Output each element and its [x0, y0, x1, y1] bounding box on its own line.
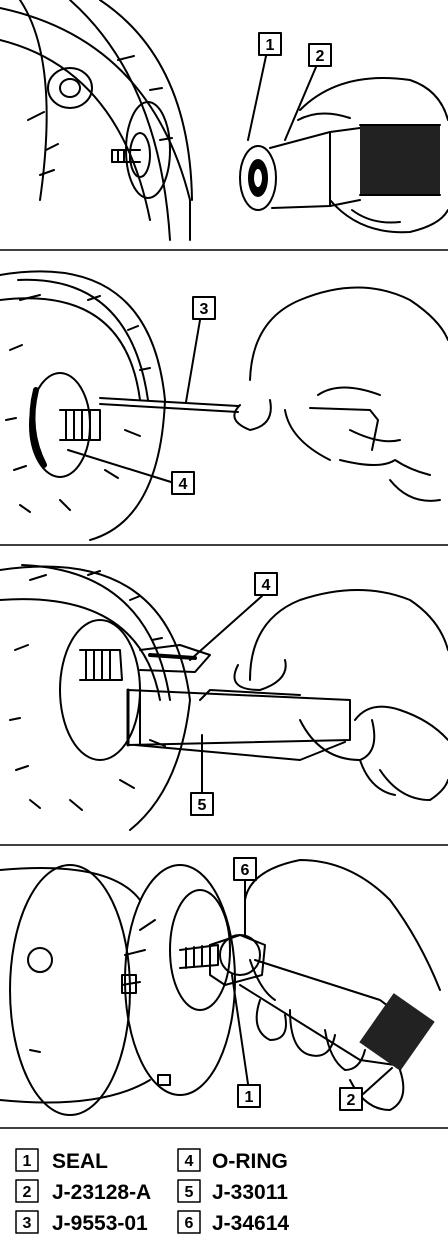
compressor-clutch: [0, 864, 236, 1116]
o-ring-installer-tool: [126, 644, 351, 761]
callout-1: 1: [231, 974, 261, 1108]
svg-text:SEAL: SEAL: [52, 1150, 108, 1173]
svg-text:3: 3: [23, 1215, 32, 1232]
svg-text:1: 1: [23, 1153, 32, 1170]
svg-text:3: 3: [200, 301, 209, 318]
svg-text:2: 2: [347, 1092, 356, 1109]
panel-4: [0, 859, 441, 1116]
svg-text:O-RING: O-RING: [212, 1150, 288, 1173]
legend-item-4: 4 O-RING: [177, 1148, 288, 1173]
seal-installer-tool: [239, 124, 441, 211]
svg-text:1: 1: [245, 1089, 254, 1106]
hook-tool: [99, 397, 379, 451]
svg-text:J-34614: J-34614: [212, 1212, 289, 1235]
svg-text:4: 4: [179, 476, 188, 493]
svg-text:5: 5: [185, 1184, 194, 1201]
technician-hand: [244, 859, 441, 1111]
svg-text:6: 6: [185, 1215, 194, 1232]
panel-3: [0, 564, 448, 831]
legend-item-5: 5 J-33011: [177, 1179, 288, 1204]
callout-6: 6: [233, 857, 257, 936]
clutch-hub: [0, 564, 191, 831]
callout-5: 5: [190, 734, 214, 816]
callout-2: 2: [284, 43, 332, 141]
callout-2: 2: [339, 1067, 393, 1111]
svg-text:4: 4: [262, 577, 271, 594]
legend: 1 SEAL 2 J-23128-A 3 J-9553-01 4 O-RING …: [15, 1148, 289, 1235]
callout-1: 1: [247, 32, 282, 141]
legend-item-3: 3 J-9553-01: [15, 1210, 148, 1235]
svg-text:6: 6: [241, 862, 250, 879]
seal-installer-tool: [209, 934, 435, 1071]
panel-2: [0, 270, 448, 541]
svg-text:4: 4: [185, 1153, 194, 1170]
clutch-hub: [0, 270, 166, 541]
legend-item-1: 1 SEAL: [15, 1148, 108, 1173]
legend-item-2: 2 J-23128-A: [15, 1179, 151, 1204]
panel-1: [0, 0, 448, 241]
svg-text:J-23128-A: J-23128-A: [52, 1181, 151, 1204]
svg-text:2: 2: [23, 1184, 32, 1201]
svg-text:J-9553-01: J-9553-01: [52, 1212, 148, 1235]
technician-hand: [297, 77, 448, 234]
svg-text:2: 2: [316, 48, 325, 65]
callout-4: 4: [67, 449, 195, 495]
technician-hand: [233, 589, 448, 801]
callout-3: 3: [185, 296, 216, 403]
svg-text:5: 5: [198, 797, 207, 814]
compressor-clutch-plate: [0, 0, 193, 241]
svg-text:1: 1: [266, 37, 275, 54]
callout-4: 4: [189, 572, 278, 661]
technician-hand: [233, 286, 448, 502]
legend-item-6: 6 J-34614: [177, 1210, 289, 1235]
svg-text:J-33011: J-33011: [212, 1181, 288, 1204]
